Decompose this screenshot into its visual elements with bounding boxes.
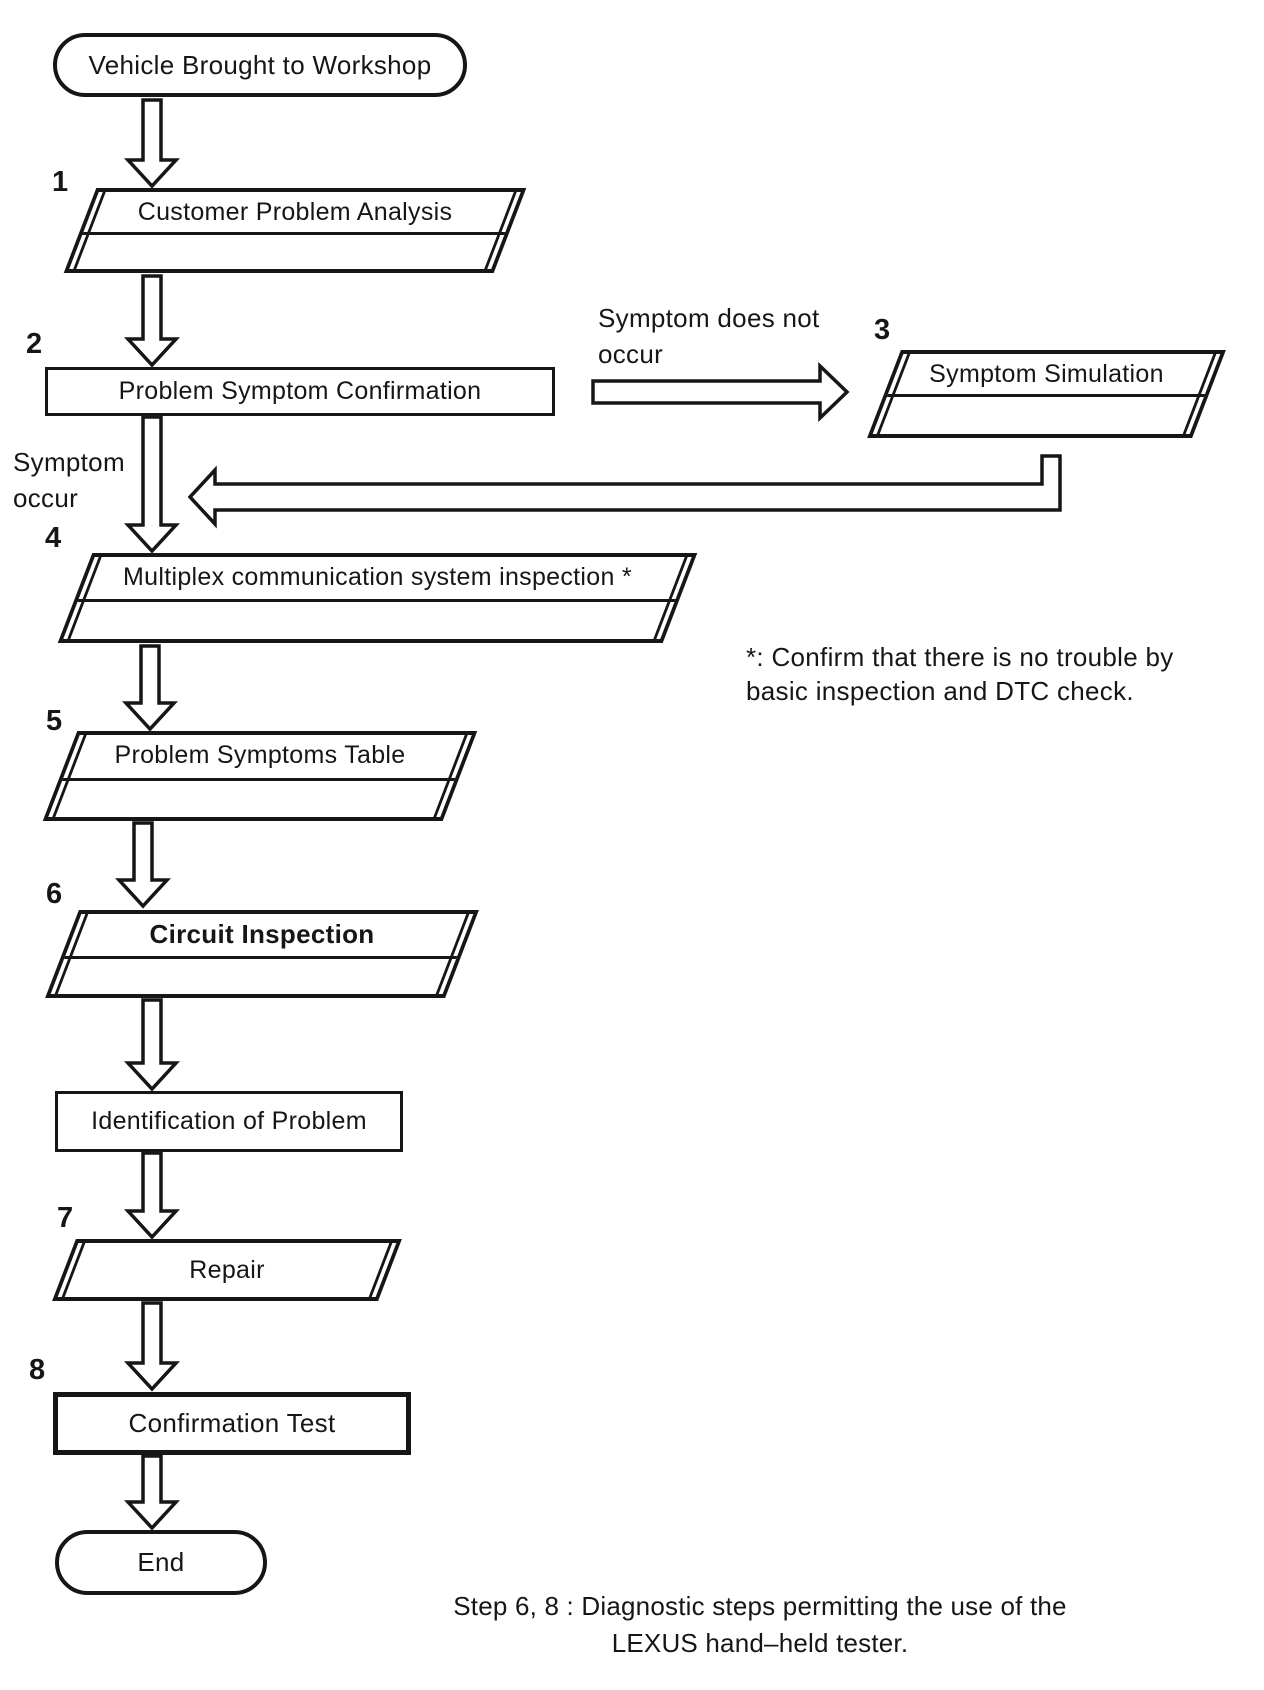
- identification-label: Identification of Problem: [91, 1107, 367, 1135]
- terminal-end-label: End: [137, 1547, 185, 1577]
- step-number-8: 8: [29, 1354, 46, 1386]
- arrow-7-to-8: [124, 1301, 180, 1392]
- step-5-divider: [62, 777, 456, 781]
- step-number-4: 4: [45, 522, 62, 554]
- step-7-label: Repair: [189, 1255, 265, 1284]
- step-number-5: 5: [46, 705, 63, 737]
- caption-line-1: Step 6, 8 : Diagnostic steps permitting …: [453, 1591, 1067, 1621]
- arrow-identification-to-7: [124, 1151, 180, 1240]
- footnote: *: Confirm that there is no trouble by b…: [746, 640, 1174, 708]
- step-number-1: 1: [52, 166, 69, 198]
- step-6-label: Circuit Inspection: [149, 919, 375, 949]
- step-8-label: Confirmation Test: [128, 1408, 336, 1438]
- arrow-start-to-1: [124, 98, 180, 189]
- step-8-rectangle: Confirmation Test: [53, 1392, 411, 1455]
- terminal-end: End: [55, 1530, 267, 1595]
- footnote-line-2: basic inspection and DTC check.: [746, 676, 1134, 706]
- step-1-label: Customer Problem Analysis: [137, 197, 453, 226]
- step-number-6: 6: [46, 878, 63, 910]
- step-5-label: Problem Symptoms Table: [114, 741, 406, 769]
- caption-line-2: LEXUS hand–held tester.: [611, 1628, 909, 1658]
- footnote-line-1: *: Confirm that there is no trouble by: [746, 642, 1174, 672]
- step-2-rectangle: Problem Symptom Confirmation: [45, 367, 555, 416]
- arrow-branch-right: [591, 361, 850, 423]
- terminal-start-label: Vehicle Brought to Workshop: [88, 49, 432, 80]
- arrow-8-to-end: [124, 1454, 180, 1531]
- branch-label-line-2: occur: [598, 339, 664, 369]
- step-4-divider: [77, 598, 676, 602]
- step-number-7: 7: [57, 1202, 74, 1234]
- step-4-label: Multiplex communication system inspectio…: [123, 562, 632, 591]
- identification-rectangle: Identification of Problem: [55, 1091, 403, 1152]
- arrow-4-to-5: [122, 644, 178, 732]
- terminal-start: Vehicle Brought to Workshop: [53, 33, 467, 97]
- branch-label-line-1: Symptom does not: [598, 303, 820, 333]
- branch-label-line-1: Symptom: [13, 447, 125, 477]
- arrow-2-to-4: [124, 415, 180, 554]
- branch-label-line-2: occur: [13, 483, 79, 513]
- arrow-5-to-6: [115, 821, 171, 909]
- arrow-1-to-2: [124, 274, 180, 368]
- arrow-6-to-identification: [124, 998, 180, 1092]
- step-number-2: 2: [26, 328, 43, 360]
- branch-label-symptom-occur: Symptom occur: [13, 444, 125, 516]
- caption: Step 6, 8 : Diagnostic steps permitting …: [420, 1588, 1100, 1662]
- step-3-label: Symptom Simulation: [929, 359, 1164, 388]
- step-number-3: 3: [874, 314, 891, 346]
- arrow-return-from-3: [187, 454, 1062, 529]
- step-2-label: Problem Symptom Confirmation: [118, 377, 482, 405]
- branch-label-symptom-does-not-occur: Symptom does not occur: [598, 300, 820, 372]
